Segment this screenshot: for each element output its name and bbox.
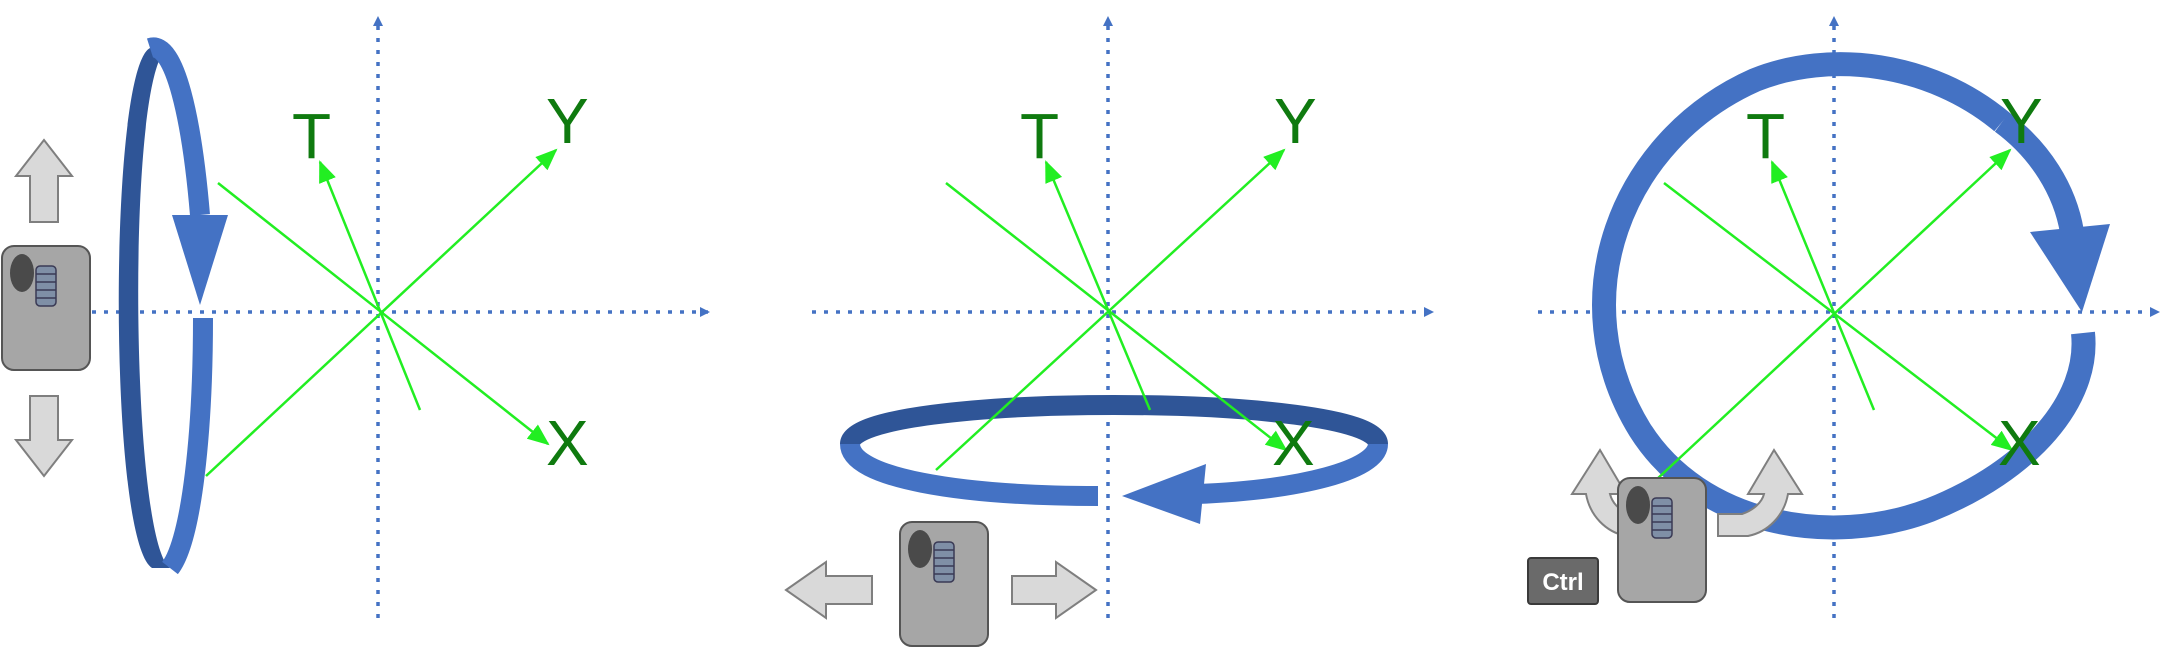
t-axis-line <box>1044 160 1152 411</box>
y-axis-line <box>1655 148 2012 481</box>
rotation-arrow-icon <box>840 442 1388 524</box>
panel-vertical-rotation: T Y X <box>1 16 710 618</box>
axis-label-t: T <box>292 100 331 172</box>
axis-label-y: Y <box>1274 85 1317 157</box>
rotation-arrow-icon <box>118 37 228 575</box>
x-axis-line <box>217 182 550 446</box>
axis-label-x: X <box>1998 407 2041 479</box>
axis-label-t: T <box>1746 100 1785 172</box>
arrow-up-icon <box>13 138 75 223</box>
y-axis-line <box>935 148 1286 471</box>
mouse-icon <box>1617 477 1707 603</box>
t-axis-line <box>318 160 422 411</box>
ctrl-key-label: Ctrl <box>1542 569 1583 596</box>
panel-horizontal-rotation: T Y X <box>784 16 1434 647</box>
panel-roll-rotation: T Y X Ctrl <box>1527 16 2160 618</box>
rotation-arrow-icon <box>840 395 1388 448</box>
axis-label-y: Y <box>2000 85 2043 157</box>
arrow-right-icon <box>1011 560 1098 620</box>
x-axis-line <box>945 182 1288 452</box>
mouse-icon <box>1 245 91 371</box>
t-axis-line <box>1770 160 1876 411</box>
mouse-icon <box>899 521 989 647</box>
axis-label-t: T <box>1020 100 1059 172</box>
axis-label-y: Y <box>546 85 589 157</box>
ctrl-key: Ctrl <box>1527 557 1599 605</box>
axis-label-x: X <box>1272 407 1315 479</box>
arrow-down-icon <box>13 395 75 478</box>
arrow-left-icon <box>784 560 873 620</box>
curved-arrow-right-icon <box>1717 448 1804 537</box>
x-axis-line <box>1663 182 2014 452</box>
axis-label-x: X <box>546 407 589 479</box>
rotation-arrow-icon <box>1592 52 2110 540</box>
